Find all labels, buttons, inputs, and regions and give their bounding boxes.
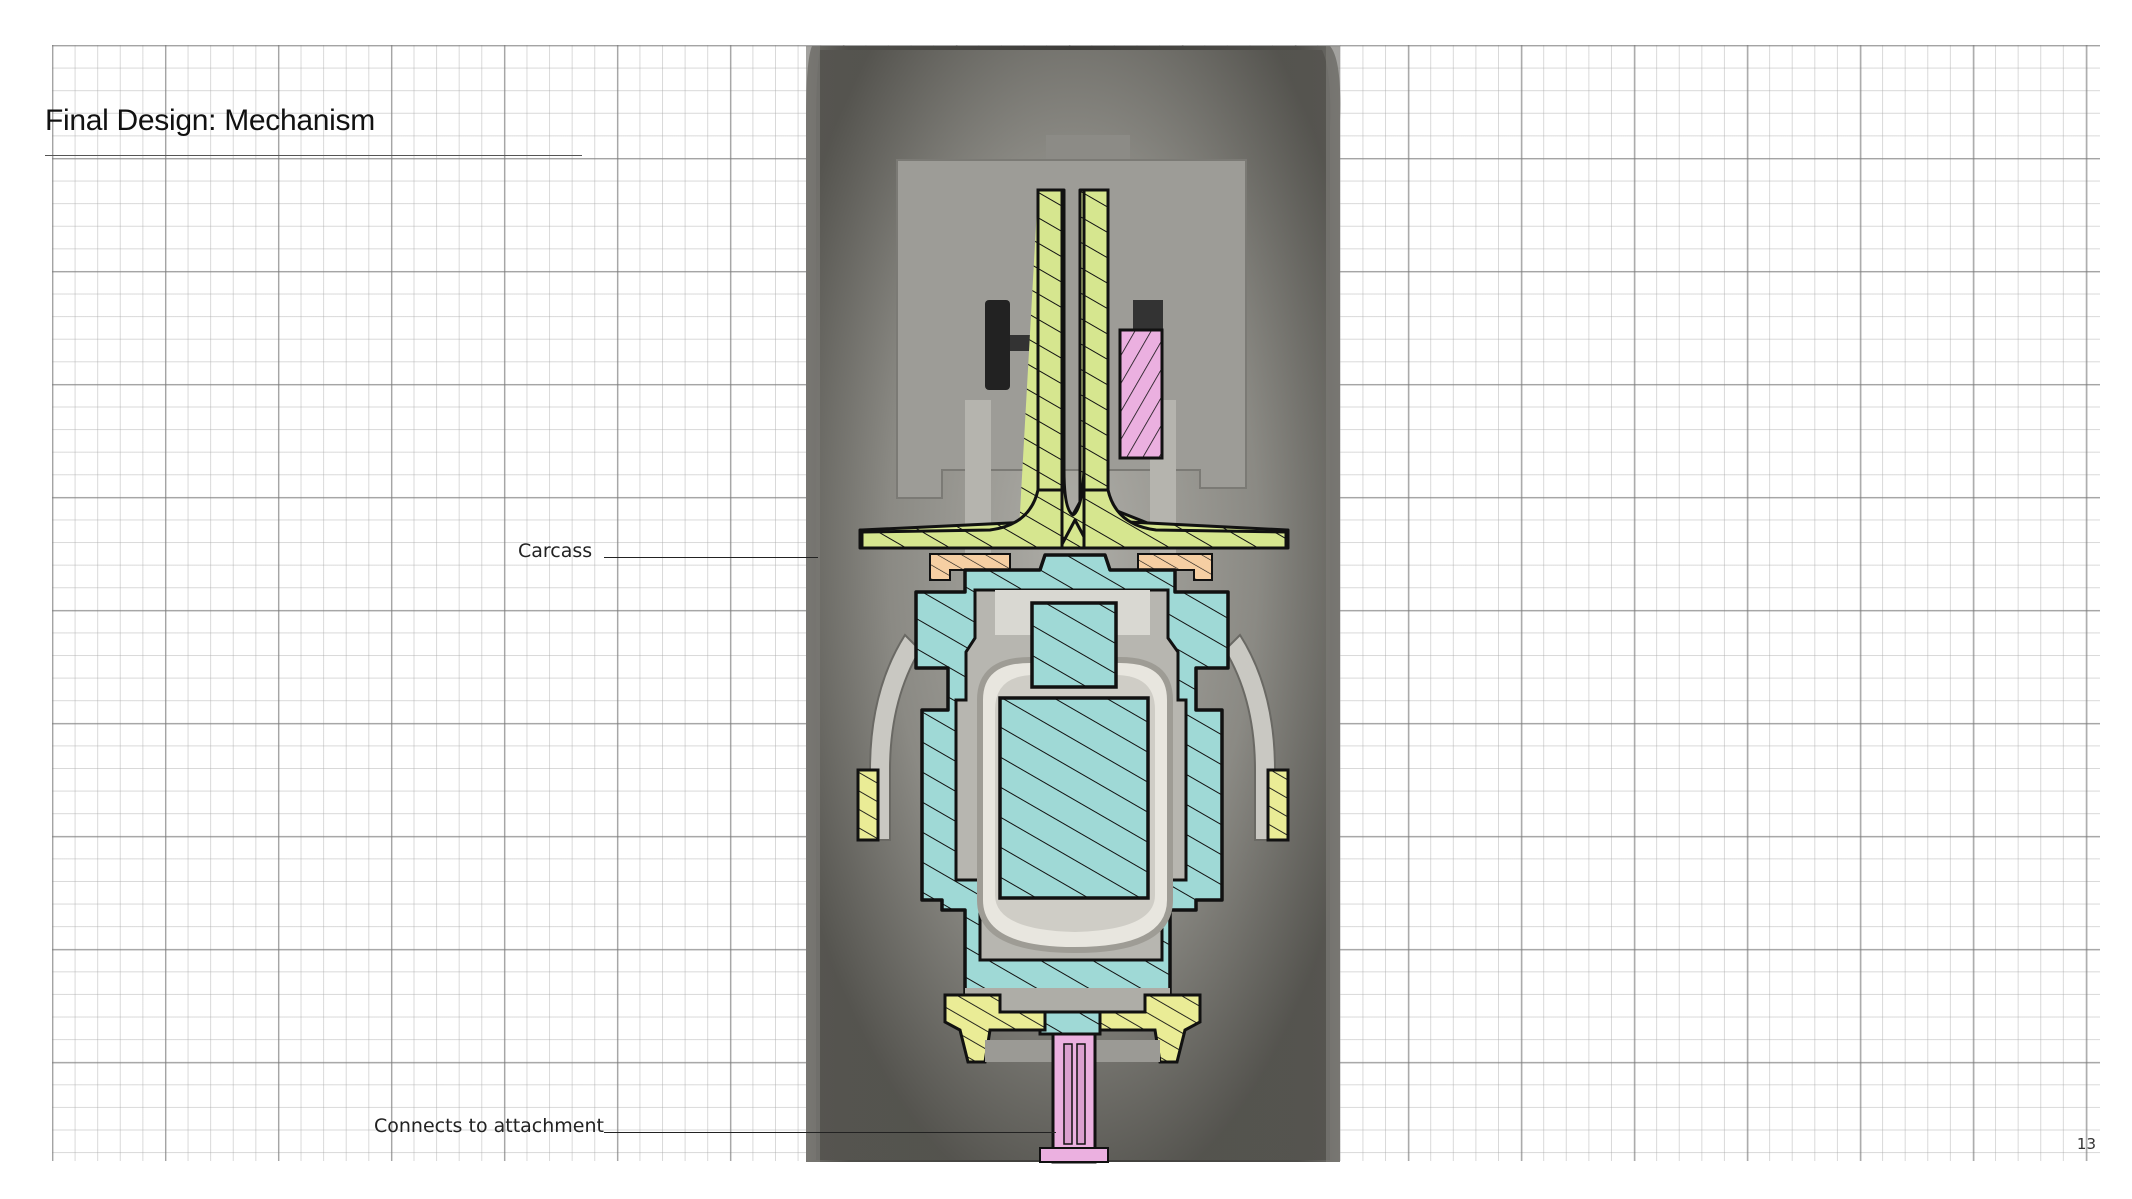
slide-title: Final Design: Mechanism bbox=[45, 104, 375, 137]
adjustment-knobs bbox=[985, 300, 1163, 390]
pink-pad bbox=[1118, 328, 1164, 460]
green-support-frame bbox=[858, 188, 1290, 550]
page-number: 13 bbox=[2076, 1135, 2096, 1153]
callout-label-attachment: Connects to attachment bbox=[374, 1115, 604, 1137]
callout-label-carcass: Carcass bbox=[518, 540, 593, 562]
side-rails bbox=[856, 633, 1290, 842]
callout-line-attachment bbox=[604, 1132, 1056, 1133]
callout-line-carcass bbox=[604, 557, 818, 558]
attachment-connector-shaft bbox=[1039, 1032, 1109, 1164]
title-underline bbox=[45, 155, 582, 156]
